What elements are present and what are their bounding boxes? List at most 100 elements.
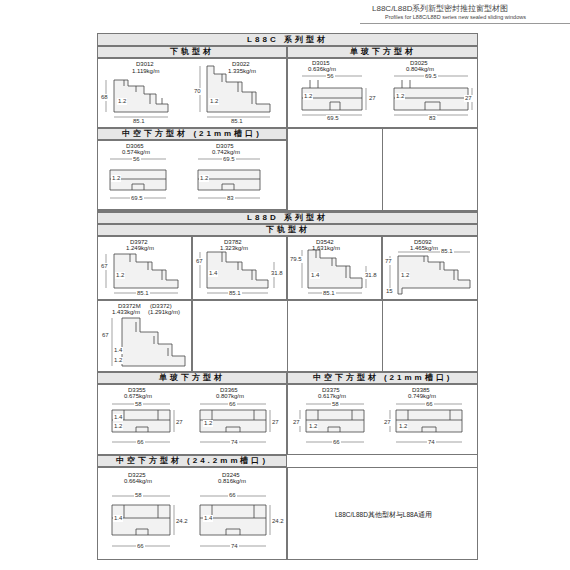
profile-weight: 1.323kg/m <box>220 245 248 252</box>
profile-weight: 1.249kg/m <box>126 245 154 252</box>
dimension-label: 67 <box>195 258 204 265</box>
dimension-label: 85.1 <box>132 118 146 125</box>
dimension-label: 66 <box>332 439 341 446</box>
profile-weight: 1.119kg/m <box>132 68 160 75</box>
profile-cell: D30650.574kg/mD30750.742kg/m <box>97 140 287 210</box>
profile-weight: 0.749kg/m <box>408 393 436 400</box>
profile-cell: D30150.636kg/mD30250.804kg/m <box>287 58 478 128</box>
dimension-label: 69.5 <box>222 156 236 163</box>
dimension-label: 85.1 <box>322 290 336 297</box>
dimension-label: 1.2 <box>115 272 125 279</box>
band-heading: 单玻下方型材 <box>350 47 416 57</box>
section-band: 中空下方型材 (21mm槽口) <box>97 128 287 140</box>
profile-weight: 0.574kg/m <box>122 149 150 156</box>
profile-code: D3225 <box>128 472 146 479</box>
dimension-label: 74 <box>230 543 239 550</box>
dimension-label: 56 <box>326 73 335 80</box>
section-band: 单玻下方型材 <box>97 372 287 384</box>
dimension-label: 1.2 <box>308 423 318 430</box>
dimension-label: 58 <box>134 401 143 408</box>
profile-code: D3245 <box>222 472 240 479</box>
table-grid <box>97 24 570 560</box>
dimension-label: 67 <box>100 263 109 270</box>
profile-code: D3012 <box>136 61 154 68</box>
profile-cell: D50921.465kg/m <box>382 236 478 300</box>
section-band: 下轨型材 <box>97 46 287 58</box>
profile-weight: 1.465kg/m <box>410 245 438 252</box>
dimension-label: 31.8 <box>270 270 284 277</box>
band-heading: L88C 系列型材 <box>247 35 328 45</box>
dimension-label: 77 <box>384 258 393 265</box>
band-heading: L88D 系列型材 <box>247 213 328 223</box>
dimension-label: 79.5 <box>289 256 303 263</box>
dimension-label: 56 <box>132 156 141 163</box>
profile-weight: 0.664kg/m <box>124 478 152 485</box>
dimension-label: 70 <box>193 88 202 95</box>
profile-cell: D32250.664kg/m D32450.816kg/m <box>97 467 287 560</box>
dimension-label: 69.5 <box>326 115 340 122</box>
profile-code: D3025 <box>410 60 428 67</box>
dimension-label: 69.5 <box>130 195 144 202</box>
dimension-label: 66 <box>228 492 237 499</box>
profile-weight: 0.804kg/m <box>406 66 434 73</box>
band-heading: 中空下方型材 (21mm槽口) <box>122 129 262 139</box>
dimension-label: 85.1 <box>228 290 242 297</box>
profile-code: D3375 <box>322 387 340 394</box>
dimension-label: 27 <box>175 419 184 426</box>
section-band: 中空下方型材 (24.2mm槽口) <box>97 455 287 467</box>
profile-weight: 0.816kg/m <box>218 478 246 485</box>
dimension-label: 83 <box>428 115 437 122</box>
dimension-label: 66 <box>228 401 237 408</box>
profile-code: D3385 <box>412 387 430 394</box>
band-heading: 单玻下方型材 <box>159 373 225 383</box>
profile-code: D3972 <box>130 239 148 246</box>
profile-weight: (1.291kg/m) <box>148 309 180 316</box>
dimension-label: 1.2 <box>117 98 127 105</box>
dimension-label: 58 <box>134 492 143 499</box>
profile-code: D3022 <box>232 61 250 68</box>
dimension-label: 1.2 <box>199 175 209 182</box>
dimension-label: 1.2 <box>303 93 313 100</box>
dimension-label: 1.2 <box>400 272 410 279</box>
dimension-label: 85.1 <box>440 248 454 255</box>
dimension-label: 1.2 <box>395 93 405 100</box>
profile-cell: D33550.675kg/mD33650.807kg/m <box>97 384 287 455</box>
profile-code: D3365 <box>220 387 238 394</box>
dimension-label: 85.1 <box>136 290 150 297</box>
dimension-label: 27 <box>292 419 301 426</box>
profile-code: D3015 <box>312 60 330 67</box>
section-band: 中空下方型材 (21mm槽口) <box>287 372 478 384</box>
profile-code: D3542 <box>316 239 334 246</box>
dimension-label: 74 <box>230 439 239 446</box>
profile-code: (D3372) <box>150 303 172 310</box>
band-heading: 下轨型材 <box>170 47 214 57</box>
profile-cell: D30121.119kg/m D30221.335kg/m <box>97 58 287 128</box>
note-text: L88C/L88D其他型材与L88A通用 <box>335 511 432 518</box>
dimension-label: 27 <box>368 95 377 102</box>
dimension-label: 24.2 <box>175 518 189 525</box>
section-band: 单玻下方型材 <box>287 46 478 58</box>
dimension-label: 1.4 <box>203 515 213 522</box>
section-band: 下轨型材 <box>97 224 478 236</box>
dimension-lines <box>106 66 472 546</box>
dimension-label: 27 <box>271 419 280 426</box>
dimension-label: 31.8 <box>364 272 378 279</box>
dimension-label: 83 <box>226 195 235 202</box>
dimension-label: 1.2 <box>398 423 408 430</box>
profile-code: D3355 <box>128 387 146 394</box>
dimension-label: 1.2 <box>111 175 121 182</box>
dimension-label: 1.2 <box>203 420 213 427</box>
profile-code: D3065 <box>126 143 144 150</box>
dimension-label: 66 <box>425 401 434 408</box>
dimension-label: 27 <box>383 419 392 426</box>
dimension-label: 74 <box>427 439 436 446</box>
profile-weight: 1.335kg/m <box>228 68 256 75</box>
profile-code: D3372M <box>118 303 141 310</box>
band-heading: 下轨型材 <box>266 225 310 235</box>
band-heading: 中空下方型材 (24.2mm槽口) <box>116 456 268 466</box>
dimension-label: 24.2 <box>271 518 285 525</box>
section-band: L88D 系列型材 <box>97 212 478 224</box>
profile-code: D3075 <box>216 143 234 150</box>
